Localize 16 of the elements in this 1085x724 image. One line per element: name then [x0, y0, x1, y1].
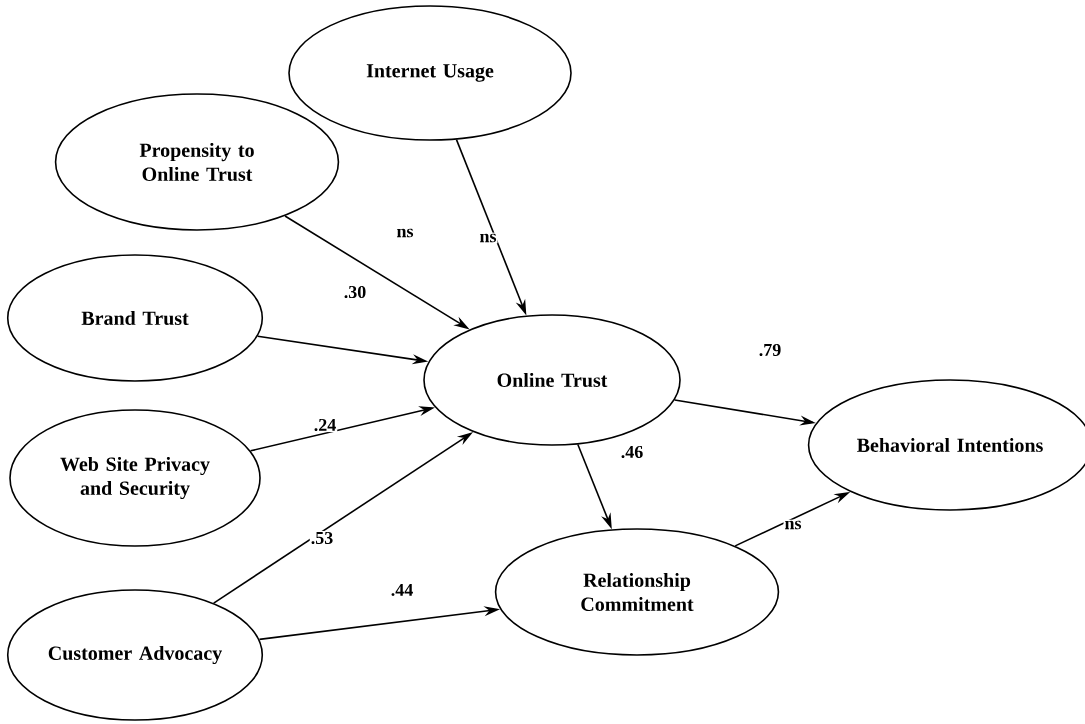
edge-label: .46: [619, 444, 645, 460]
edge-label: ns: [395, 227, 415, 239]
ellipse-node: Internet Usage: [288, 5, 572, 141]
ellipse-node: Propensity to Online Trust: [54, 93, 340, 231]
ellipse-node: Web Site Privacy and Security: [9, 409, 261, 547]
ellipse-node: Customer Advocacy: [6, 589, 264, 721]
edge-label: .44: [389, 582, 415, 598]
edge-label: .30: [342, 284, 368, 300]
ellipse-node: Relationship Commitment: [494, 528, 780, 656]
edge-label: .79: [757, 342, 783, 358]
edge-label: .24: [312, 417, 338, 433]
ellipse-node: Online Trust: [423, 314, 681, 446]
edge-label: .53: [309, 530, 335, 546]
ellipse-node: Brand Trust: [6, 254, 264, 382]
edge-label: ns: [478, 232, 498, 244]
edge-label: ns: [783, 519, 803, 531]
